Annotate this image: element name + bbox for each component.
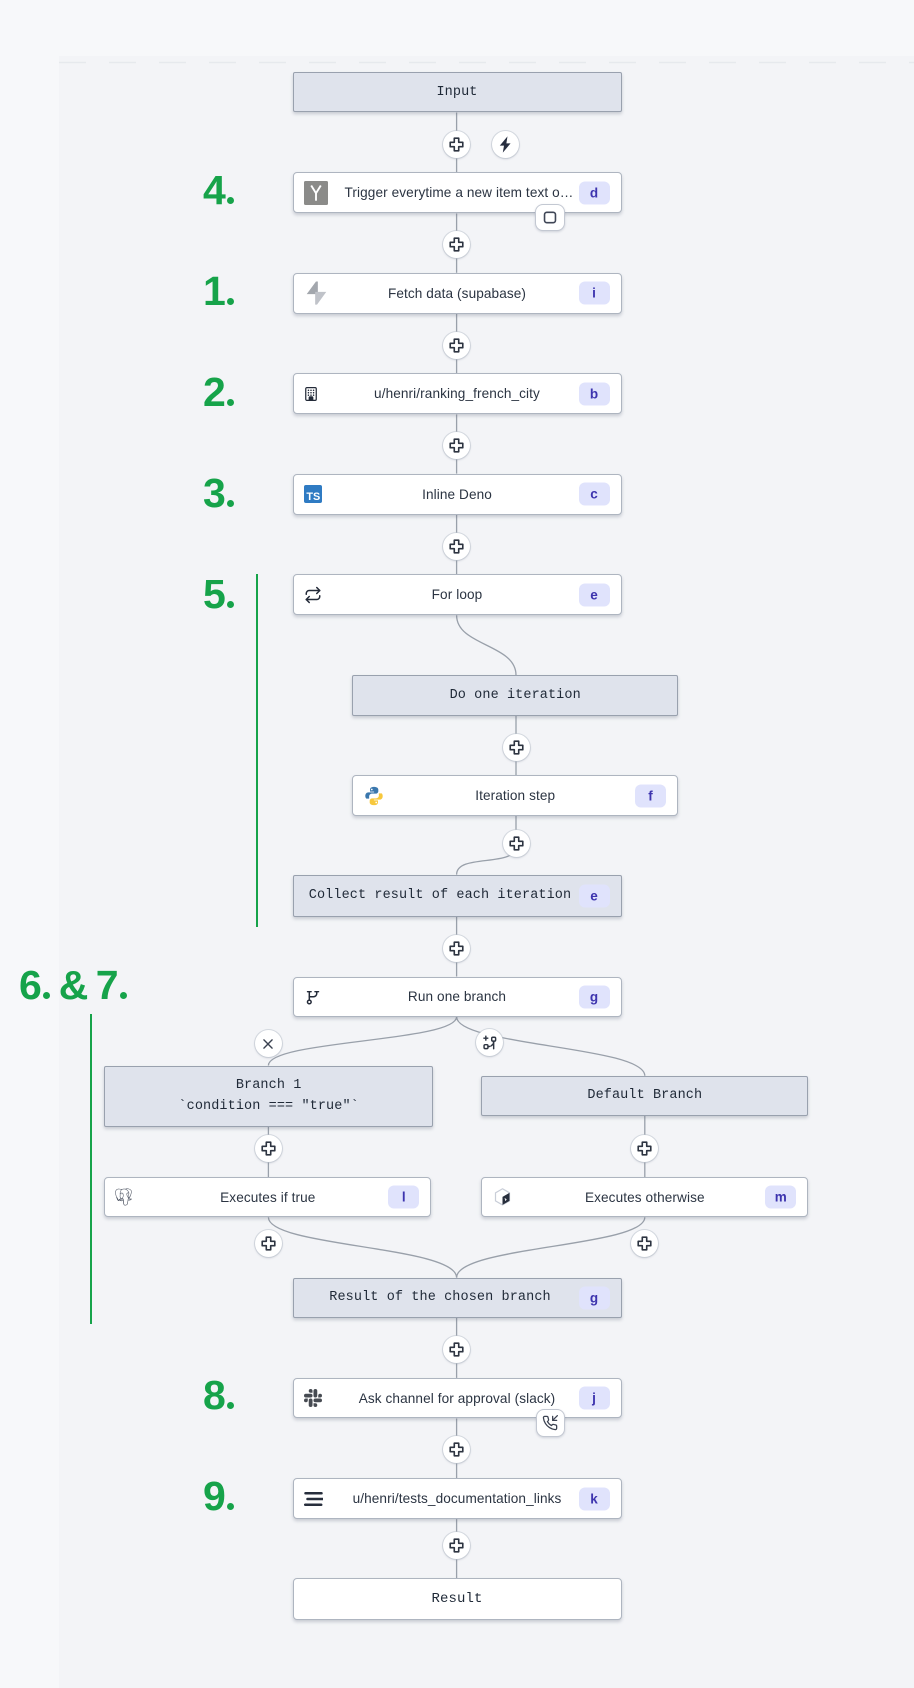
svg-text:TS: TS (306, 491, 320, 503)
